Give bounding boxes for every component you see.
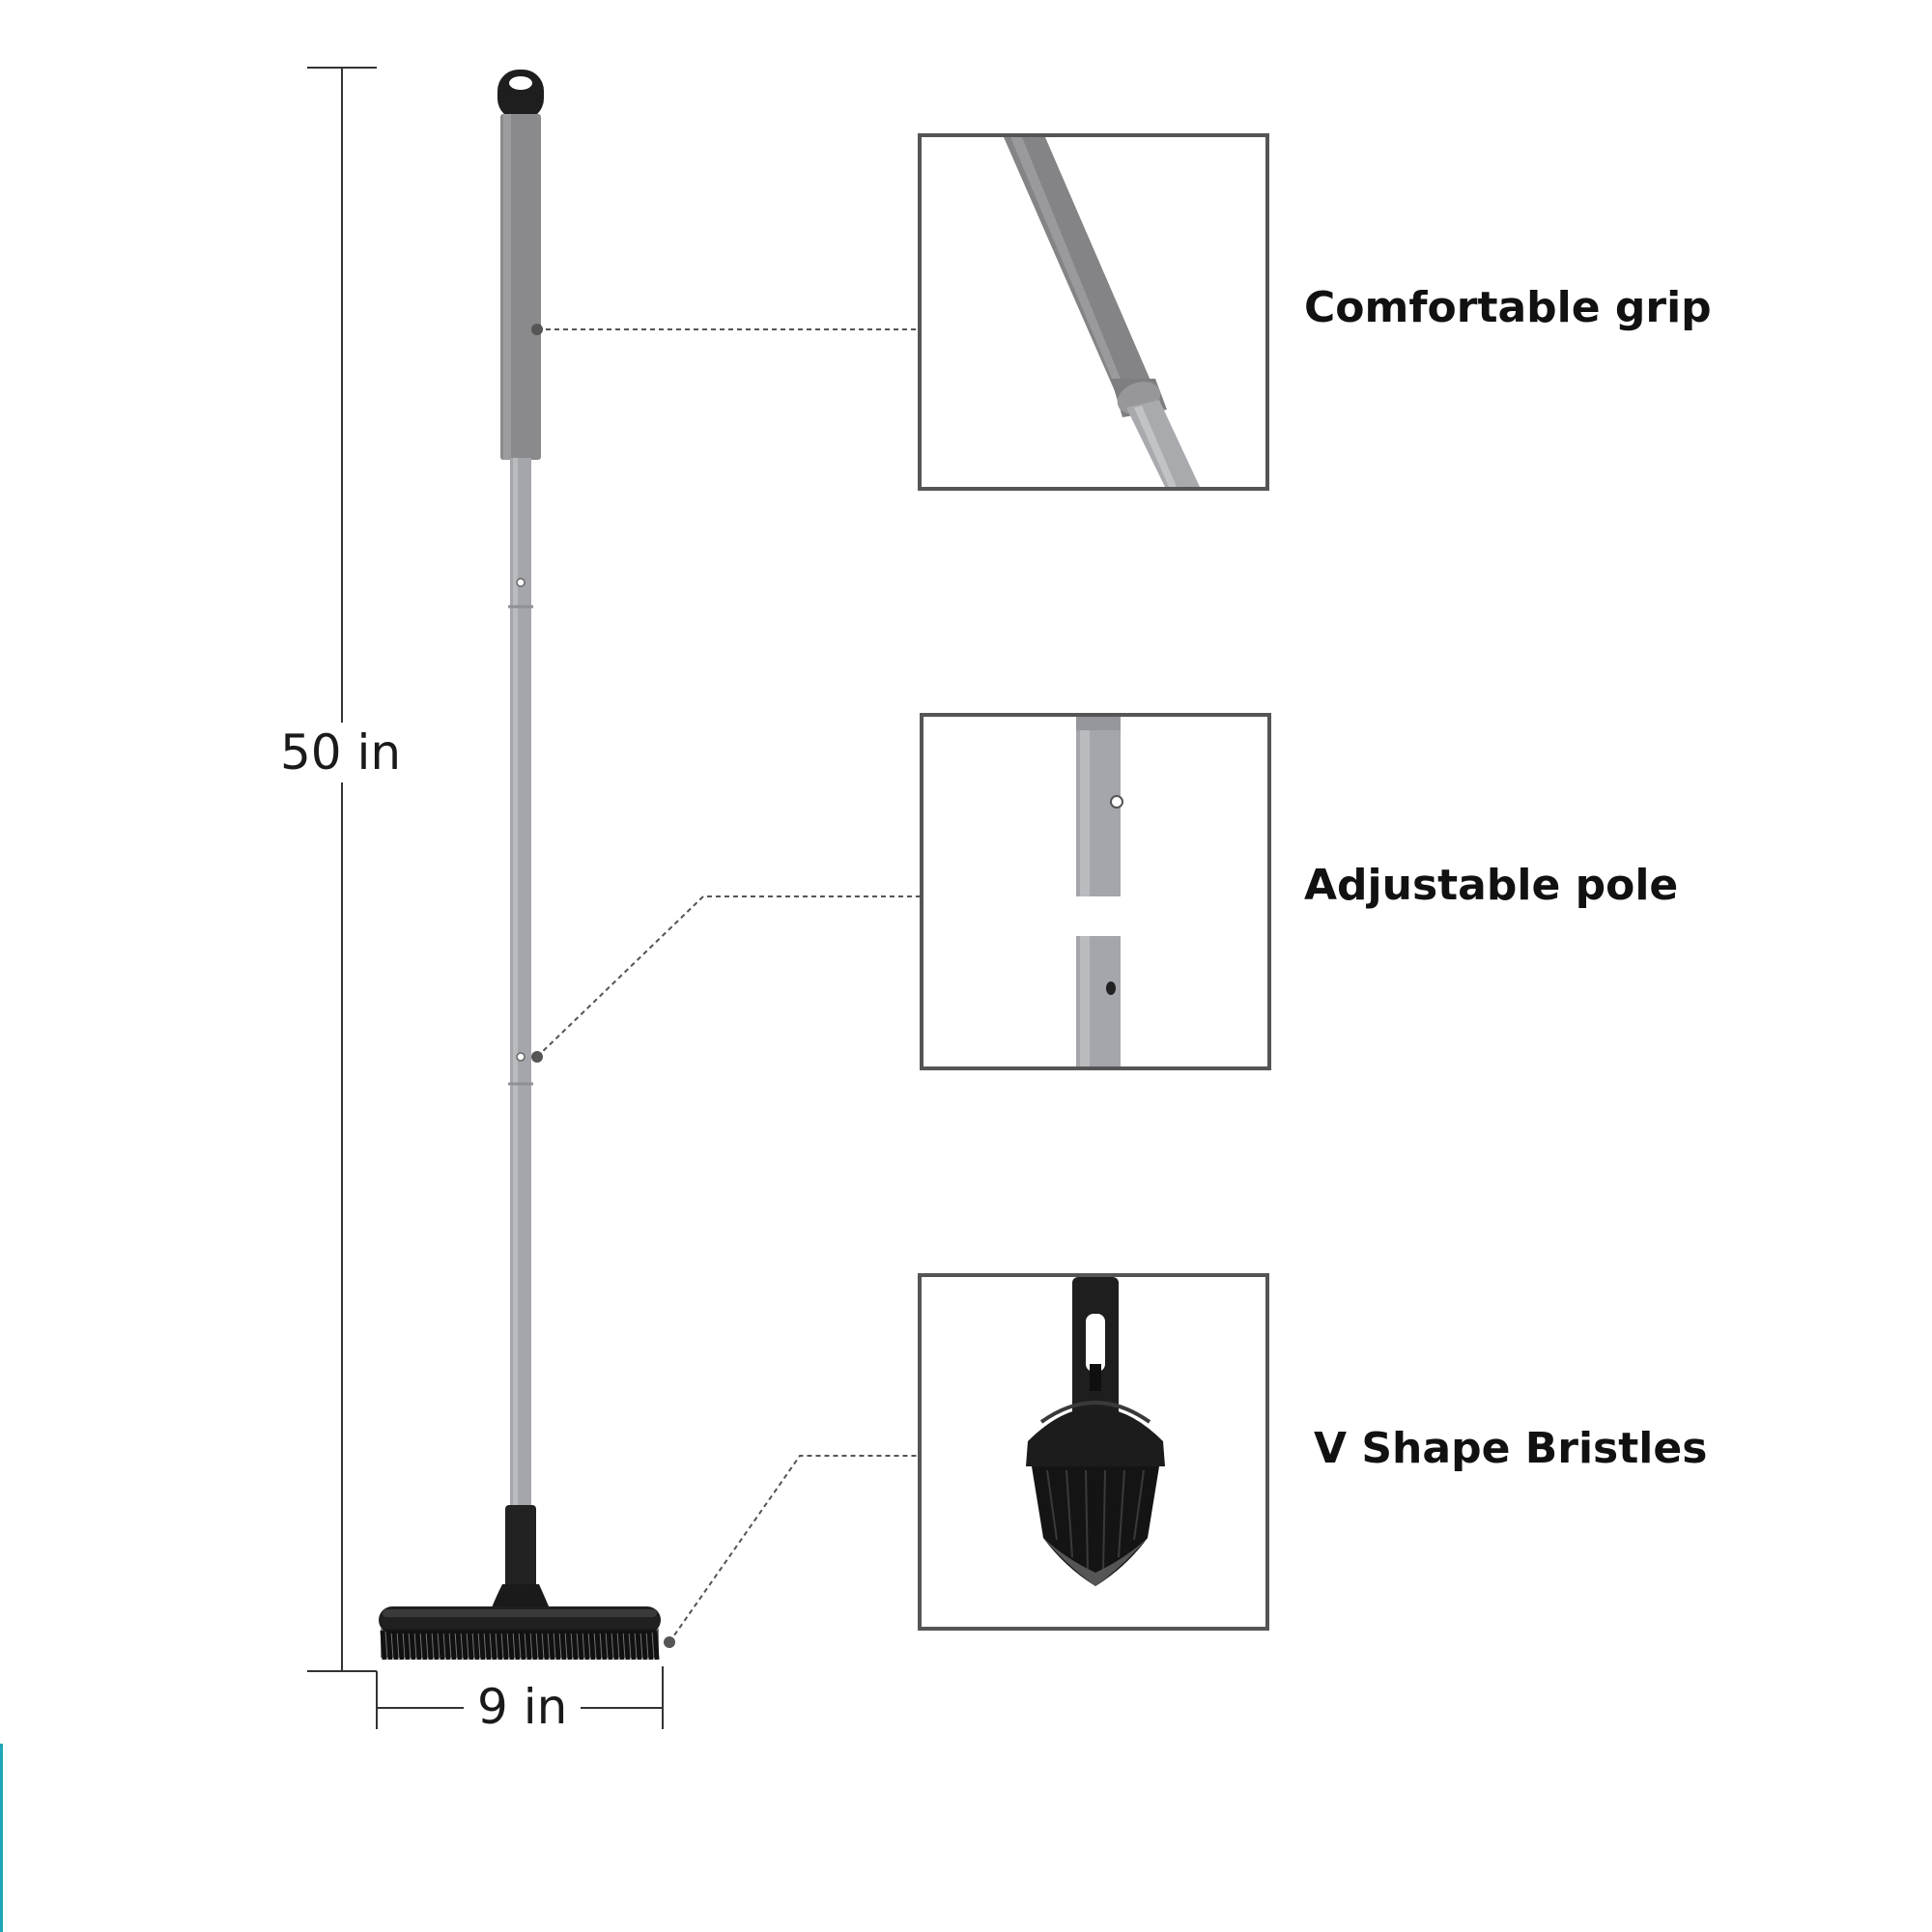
panel-adjustable-pole	[920, 713, 1271, 1070]
pole	[508, 458, 533, 1507]
feature-label-bristles: V Shape Bristles	[1314, 1424, 1708, 1473]
panel-v-shape-bristles	[918, 1273, 1269, 1631]
hang-loop	[497, 70, 544, 120]
leader-dot-bristles	[664, 1636, 675, 1648]
feature-label-grip: Comfortable grip	[1304, 283, 1712, 332]
leader-dot-pole	[531, 1051, 543, 1063]
bristles-closeup-image	[1026, 1277, 1165, 1586]
pole-closeup-image	[1076, 717, 1123, 1066]
brush-head	[379, 1606, 661, 1661]
grip-closeup-image	[1004, 137, 1200, 487]
width-label: 9 in	[464, 1683, 582, 1731]
panel-comfortable-grip	[918, 133, 1269, 491]
height-label: 50 in	[272, 723, 410, 782]
accent-edge	[0, 1744, 3, 1932]
leader-line-pole	[536, 895, 920, 1058]
height-dimension-line	[307, 67, 377, 1672]
brush-connector	[488, 1505, 554, 1618]
leader-dot-grip	[531, 324, 543, 335]
leader-line-bristles	[668, 1455, 918, 1643]
feature-label-pole: Adjustable pole	[1304, 861, 1679, 910]
